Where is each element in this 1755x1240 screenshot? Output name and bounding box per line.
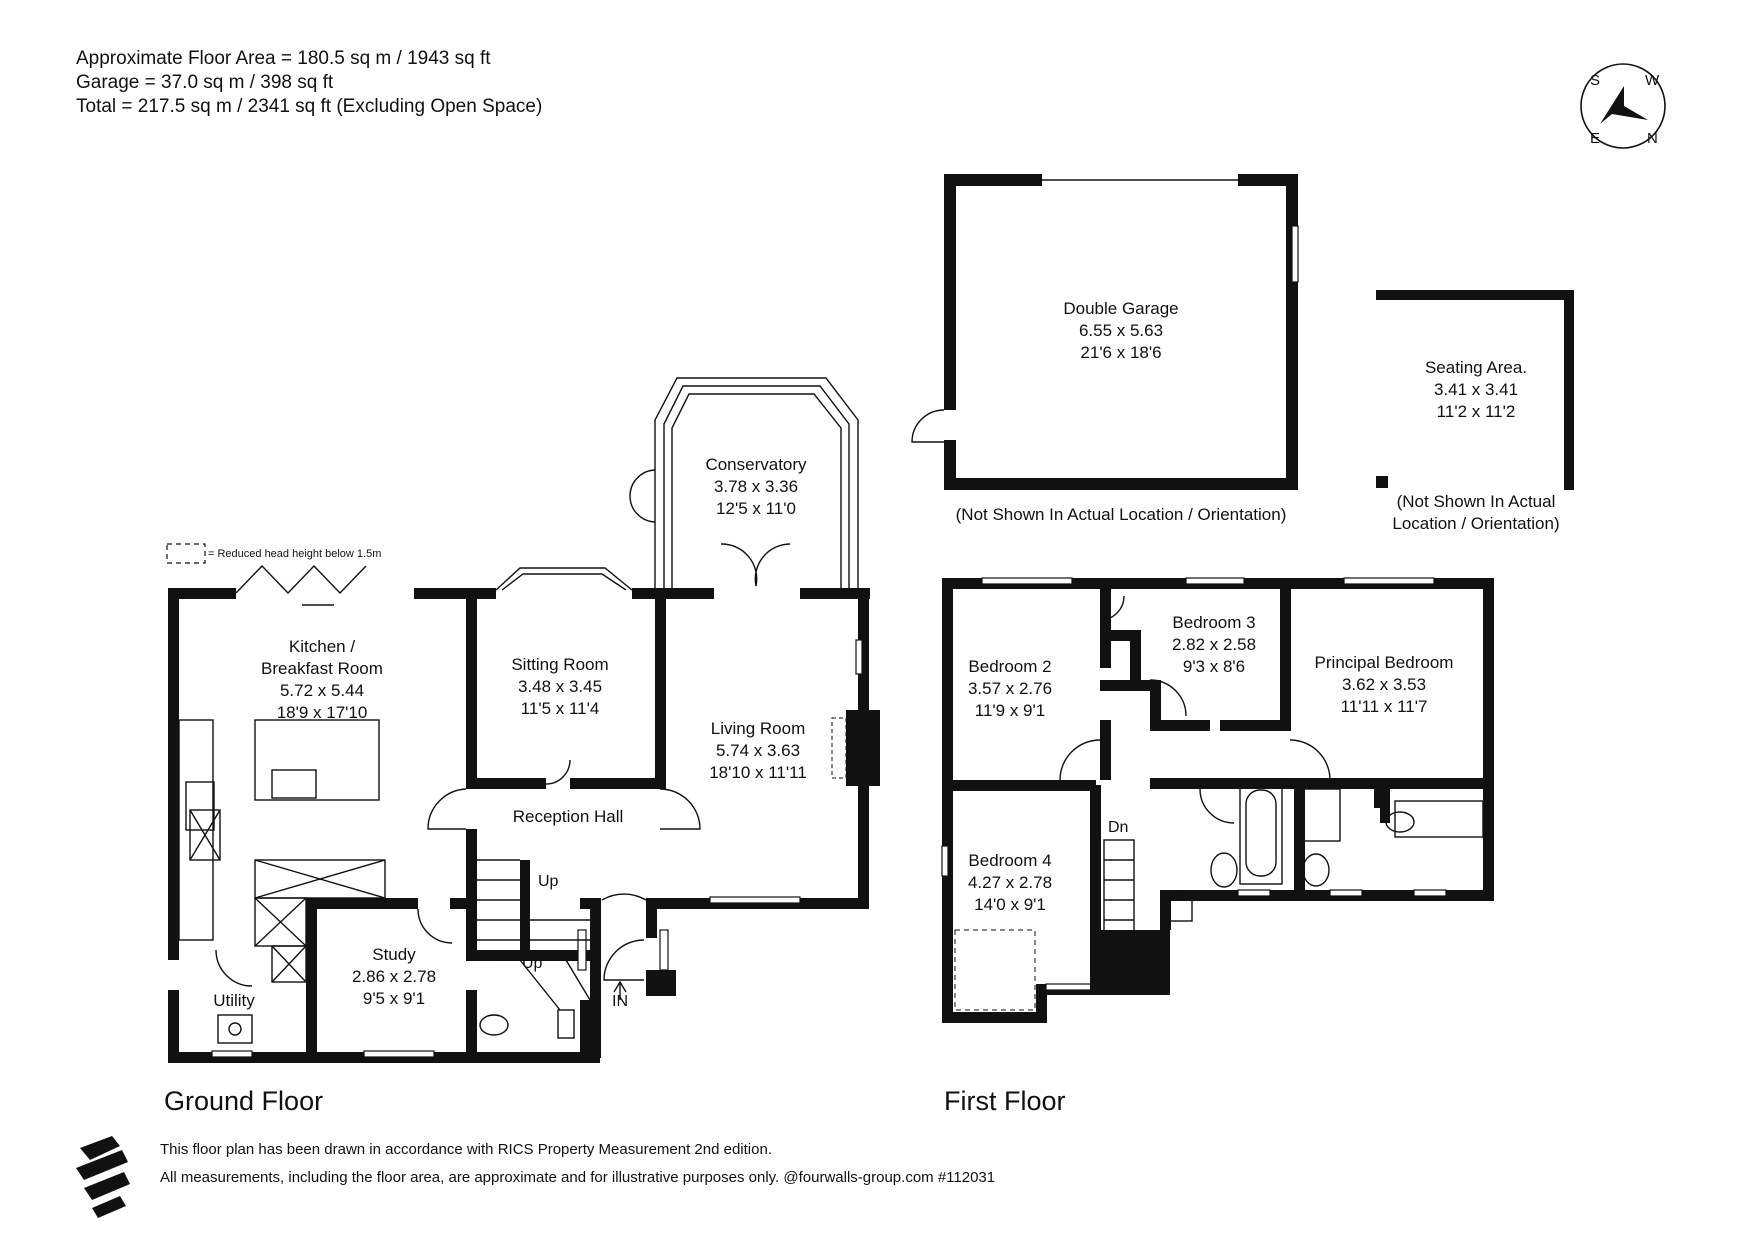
seating-note-2: Location / Orientation) [1392,514,1559,533]
first-floor-label: First Floor [944,1086,1066,1116]
bedroom-3-name: Bedroom 3 [1172,613,1255,632]
bedroom-4-metric: 4.27 x 2.78 [968,873,1052,892]
compass-w: W [1645,72,1660,89]
seating-imperial: 11'2 x 11'2 [1437,402,1516,421]
stairs-up-label-2: Up [522,955,543,972]
garage-area-text: Garage = 37.0 sq m / 398 sq ft [76,72,334,93]
conservatory-name: Conservatory [705,455,807,474]
study-metric: 2.86 x 2.78 [352,967,436,986]
compass-icon: S W E N [1580,63,1666,149]
fourwalls-logo [76,1136,130,1218]
stairs-down-label: Dn [1108,819,1128,836]
stairs-up-label: Up [538,873,559,890]
disclaimer: All measurements, including the floor ar… [160,1169,995,1186]
principal-bedroom-name: Principal Bedroom [1315,653,1454,672]
bedroom-2-imperial: 11'9 x 9'1 [975,701,1045,720]
principal-bedroom-metric: 3.62 x 3.53 [1342,675,1426,694]
floor-area-text: Approximate Floor Area = 180.5 sq m / 19… [76,48,491,69]
conservatory-metric: 3.78 x 3.36 [714,477,798,496]
kitchen-imperial: 18'9 x 17'10 [277,703,368,722]
head-height-legend: = Reduced head height below 1.5m [166,543,381,564]
ground-floor-plan [168,377,880,1063]
bedroom-3-metric: 2.82 x 2.58 [1172,635,1256,654]
kitchen-name-1: Kitchen / [289,637,355,656]
first-floor-plan [941,577,1494,1023]
compass-e: E [1590,130,1600,147]
compass-n: N [1647,130,1658,147]
living-room-imperial: 18'10 x 11'11 [709,763,807,782]
kitchen-metric: 5.72 x 5.44 [280,681,364,700]
seating-area-plan: Seating Area. 3.41 x 3.41 11'2 x 11'2 (N… [1376,290,1574,533]
study-imperial: 9'5 x 9'1 [363,989,425,1008]
compass-s: S [1590,72,1600,89]
seating-note-1: (Not Shown In Actual [1397,492,1556,511]
conservatory-imperial: 12'5 x 11'0 [716,499,796,518]
kitchen-name-2: Breakfast Room [261,659,383,678]
entrance-label: IN [612,993,628,1010]
ground-floor-label: Ground Floor [164,1086,323,1116]
living-room-name: Living Room [711,719,806,738]
bedroom-4-imperial: 14'0 x 9'1 [974,895,1046,914]
rics-statement: This floor plan has been drawn in accord… [160,1141,772,1158]
bedroom-3-imperial: 9'3 x 8'6 [1183,657,1245,676]
study-name: Study [372,945,416,964]
living-room-metric: 5.74 x 3.63 [716,741,800,760]
ground-floor-labels: Kitchen / Breakfast Room 5.72 x 5.44 18'… [164,455,807,1116]
area-summary: Approximate Floor Area = 180.5 sq m / 19… [76,48,542,117]
seating-name: Seating Area. [1425,358,1527,377]
utility-name: Utility [213,991,255,1010]
reception-hall-name: Reception Hall [513,807,624,826]
garage-imperial: 21'6 x 18'6 [1080,343,1161,362]
garage-plan: Double Garage 6.55 x 5.63 21'6 x 18'6 (N… [911,174,1299,524]
principal-bedroom-imperial: 11'11 x 11'7 [1341,697,1428,716]
garage-metric: 6.55 x 5.63 [1079,321,1163,340]
bedroom-2-metric: 3.57 x 2.76 [968,679,1052,698]
sitting-room-imperial: 11'5 x 11'4 [521,699,600,718]
bedroom-4-name: Bedroom 4 [968,851,1051,870]
first-floor-labels: Bedroom 2 3.57 x 2.76 11'9 x 9'1 Bedroom… [944,613,1453,1116]
total-area-text: Total = 217.5 sq m / 2341 sq ft (Excludi… [76,96,542,117]
legend-text: = Reduced head height below 1.5m [208,548,381,560]
bedroom-2-name: Bedroom 2 [968,657,1051,676]
sitting-room-name: Sitting Room [511,655,608,674]
seating-metric: 3.41 x 3.41 [1434,380,1518,399]
garage-name: Double Garage [1063,299,1178,318]
garage-note: (Not Shown In Actual Location / Orientat… [956,505,1287,524]
sitting-room-metric: 3.48 x 3.45 [518,677,602,696]
